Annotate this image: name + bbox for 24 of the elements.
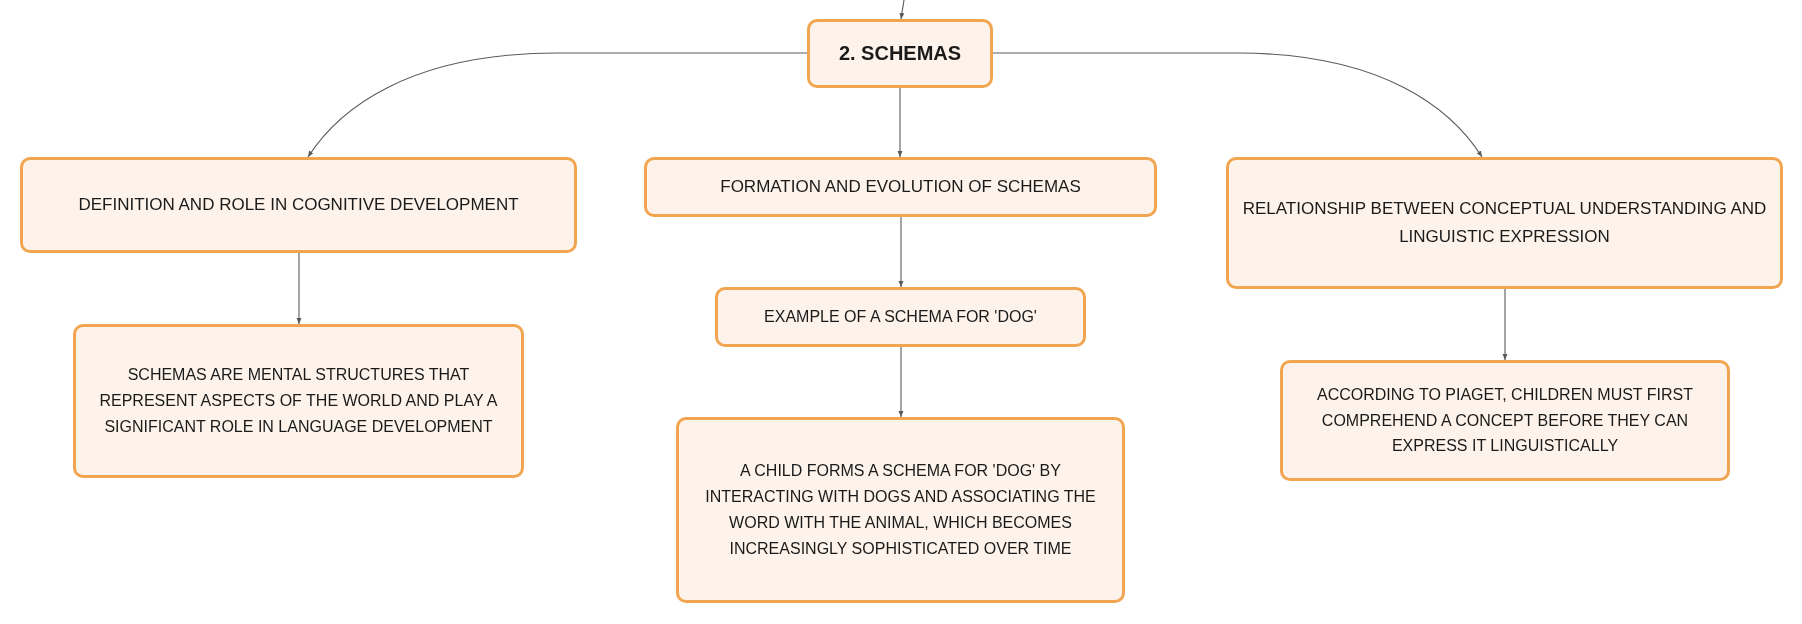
topic-box bbox=[644, 157, 1157, 217]
topic-label: ACCORDING TO PIAGET, CHILDREN MUST FIRST COMPREHEND A CONCEPT BEFORE THEY CAN EXPRESS IT LINGUISTICALLY bbox=[1315, 384, 1694, 457]
central-topic-label: 2. SCHEMAS bbox=[838, 41, 962, 67]
topic-label: A CHILD FORMS A SCHEMA FOR 'DOG' BY INTERACTING WITH DOGS AND ASSOCIATING THE WORD WITH THE ANIMAL, WHICH BECOMES INCREASINGLY SOPHISTICATED OVER TIME bbox=[704, 461, 1097, 559]
topic-box bbox=[20, 157, 577, 253]
topic-label: SCHEMAS ARE MENTAL STRUCTURES THAT REPRESENT ASPECTS OF THE WORLD AND PLAY A SIGNIFICANT ROLE IN LANGUAGE DEVELOPMENT bbox=[98, 365, 499, 437]
arrow bbox=[899, 0, 905, 20]
topic-label: EXAMPLE OF A SCHEMA FOR 'DOG' bbox=[764, 307, 1037, 328]
detail-box bbox=[715, 287, 1086, 347]
topic-box bbox=[1226, 157, 1783, 289]
arrow bbox=[307, 52, 808, 158]
arrow bbox=[296, 252, 302, 325]
arrow bbox=[898, 216, 904, 288]
arrow bbox=[992, 52, 1483, 158]
topic-label: DEFINITION AND ROLE IN COGNITIVE DEVELOPMENT bbox=[78, 194, 519, 217]
topic-label: RELATIONSHIP BETWEEN CONCEPTUAL UNDERSTANDING AND LINGUISTIC EXPRESSION bbox=[1241, 198, 1768, 248]
central-topic-box bbox=[807, 19, 993, 88]
detail-box bbox=[73, 324, 524, 478]
topic-label: FORMATION AND EVOLUTION OF SCHEMAS bbox=[720, 176, 1081, 199]
detail-box bbox=[1280, 360, 1730, 481]
arrow bbox=[898, 346, 904, 418]
arrow bbox=[1502, 288, 1508, 361]
arrow bbox=[897, 87, 903, 158]
detail-box bbox=[676, 417, 1125, 603]
